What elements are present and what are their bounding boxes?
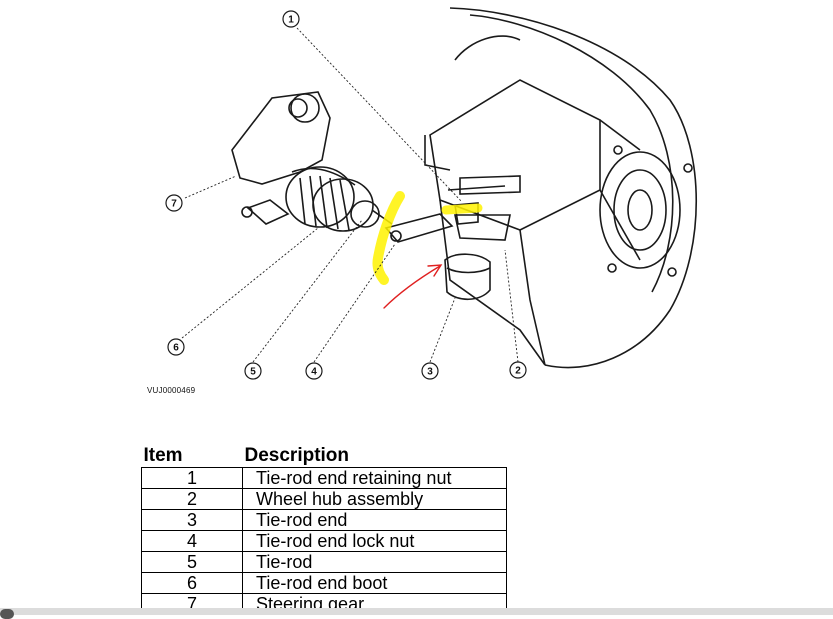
row-description: Tie-rod end boot	[242, 572, 507, 594]
row-description-text: Tie-rod end	[256, 509, 348, 530]
row-item: 5	[141, 551, 243, 573]
header-item: Item	[143, 445, 183, 466]
row-description: Tie-rod end lock nut	[237, 530, 507, 552]
callout-7-label: 7	[171, 199, 177, 210]
callout-3-label: 3	[427, 367, 433, 378]
row-description-text: Wheel hub assembly	[256, 488, 424, 509]
table-row: 3 Tie-rod end	[141, 509, 507, 531]
row-description: Wheel hub assembly	[242, 488, 507, 510]
row-item: 1	[141, 467, 243, 489]
red-arrow-annotation	[383, 264, 443, 309]
leader-lines	[181, 27, 519, 363]
callout-6-label: 6	[173, 343, 179, 354]
row-description-text: Tie-rod end retaining nut	[256, 467, 452, 488]
table-row: 5 Tie-rod	[141, 551, 507, 573]
table-row: 4 Tie-rod end lock nut	[141, 530, 507, 552]
parts-table: Item Description 1 Tie-rod end retaining…	[141, 445, 507, 615]
callout-1: 1	[282, 10, 300, 28]
table-row: 2 Wheel hub assembly	[141, 488, 507, 510]
tie-rod-drawing	[371, 185, 506, 301]
scroll-thumb[interactable]	[0, 609, 14, 619]
highlight-mark-retaining-nut	[441, 203, 483, 215]
row-description-text: Tie-rod end lock nut	[256, 530, 415, 551]
callout-7: 7	[165, 194, 183, 212]
callout-2-label: 2	[515, 366, 521, 377]
header-description: Description	[244, 445, 350, 466]
callout-5-label: 5	[250, 367, 256, 378]
callout-4: 4	[305, 362, 323, 380]
wheel-hub-assembly-drawing	[424, 7, 698, 369]
row-item: 3	[141, 509, 243, 531]
callout-2: 2	[509, 361, 527, 379]
parts-table-header: Item Description	[142, 445, 507, 468]
callout-3: 3	[421, 362, 439, 380]
callout-4-label: 4	[311, 367, 317, 378]
figure-code: VUJ0000469	[147, 386, 196, 395]
table-row: 1 Tie-rod end retaining nut	[141, 467, 507, 489]
row-item: 4	[141, 530, 243, 552]
callout-5: 5	[244, 362, 262, 380]
suspension-diagram: 1 2 3 4 5 6 7	[165, 7, 698, 380]
row-description-text: Tie-rod end boot	[256, 572, 388, 593]
steering-gear-drawing	[231, 91, 380, 232]
row-item: 6	[141, 572, 243, 594]
table-row: 6 Tie-rod end boot	[141, 572, 507, 594]
callout-1-label: 1	[288, 15, 294, 26]
row-description-text: Tie-rod	[256, 551, 313, 572]
row-description: Tie-rod end retaining nut	[242, 467, 507, 489]
row-description: Tie-rod	[242, 551, 507, 573]
callout-6: 6	[167, 338, 185, 356]
row-item: 2	[141, 488, 243, 510]
highlight-mark-lock-nut	[372, 191, 405, 285]
row-description: Tie-rod end	[242, 509, 507, 531]
window-scrollbar-strip[interactable]	[0, 608, 833, 615]
